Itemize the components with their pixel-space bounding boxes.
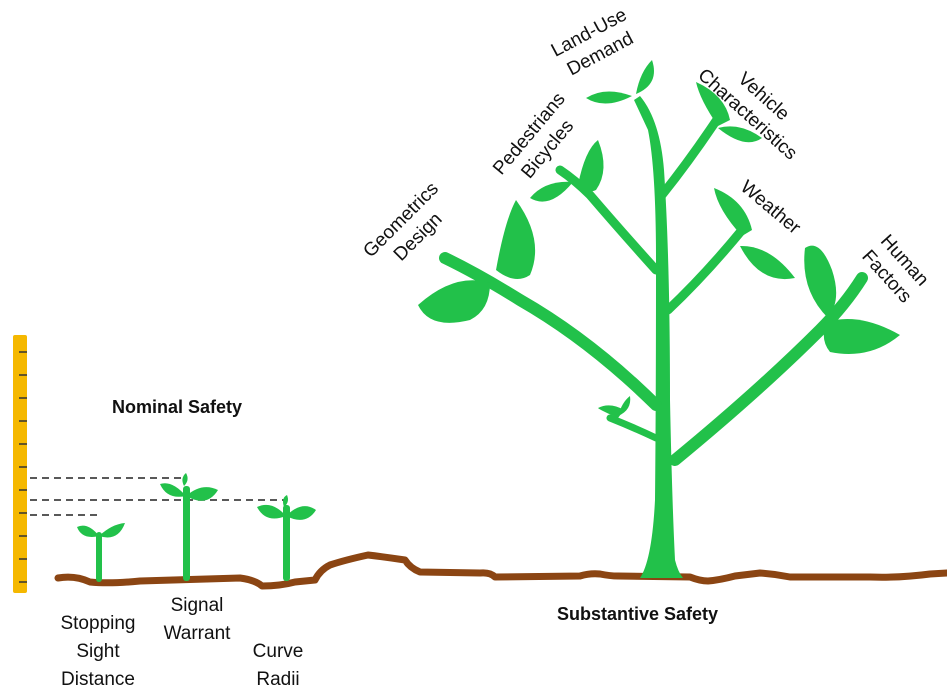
seedling-label-stopping-sight-distance: Stopping Sight Distance — [46, 610, 150, 694]
leaf — [636, 60, 654, 94]
seedling-label-curve-radii: Curve Radii — [240, 638, 316, 694]
branch-geometrics — [439, 252, 662, 411]
substantive-safety-title: Substantive Safety — [557, 604, 719, 624]
tree-trunk — [634, 96, 683, 578]
nominal-safety-title: Nominal Safety — [112, 397, 243, 417]
ruler — [13, 335, 27, 593]
branch-human — [669, 272, 868, 466]
leaf — [740, 245, 795, 280]
leaf — [418, 280, 490, 323]
seedling-curve-radii — [257, 495, 316, 581]
seedling-label-signal-warrant: Signal Warrant — [150, 592, 244, 648]
leaf — [696, 82, 730, 126]
leaf — [718, 126, 762, 143]
seedling-label-line: Sight — [76, 641, 120, 662]
branch-pedestrians — [555, 165, 661, 275]
leaf — [496, 200, 536, 279]
leaf — [530, 181, 573, 202]
leaf — [804, 245, 837, 318]
height-markers — [30, 477, 285, 516]
leaf — [598, 405, 624, 418]
branch-weather — [663, 225, 747, 315]
seedling-label-line: Warrant — [163, 623, 231, 644]
leaf — [578, 140, 604, 192]
branch-low — [606, 414, 660, 442]
seedling-stopping-sight-distance — [77, 523, 125, 582]
seedling-label-line: Signal — [170, 595, 224, 616]
branch-vehicle — [657, 113, 723, 200]
seedling-label-line: Distance — [61, 669, 135, 690]
leaf — [823, 318, 900, 354]
leaf — [586, 91, 632, 104]
leaf — [714, 188, 752, 236]
tree — [418, 60, 900, 578]
seedling-signal-warrant — [160, 473, 218, 581]
soil-line — [54, 551, 947, 590]
seedling-label-line: Stopping — [60, 613, 136, 634]
seedling-label-line: Radii — [256, 669, 300, 690]
seedling-label-line: Curve — [252, 641, 304, 662]
leaf — [618, 396, 631, 416]
